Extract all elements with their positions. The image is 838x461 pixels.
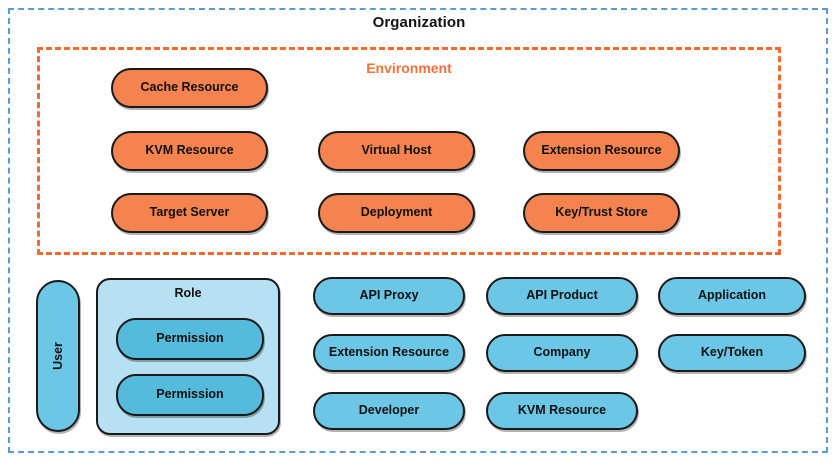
organization-node-label: API Product [526,288,598,303]
environment-node[interactable]: Deployment [318,193,475,233]
role-title: Role [174,286,202,300]
permission-node-label: Permission [156,331,224,346]
permission-node-label: Permission [156,387,224,402]
organization-boundary [8,8,828,453]
permission-node[interactable]: Permission [116,318,264,360]
permission-node[interactable]: Permission [116,374,264,416]
organization-node-label: Application [697,288,767,303]
organization-node-label: Developer [358,403,420,418]
organization-node[interactable]: API Proxy [313,277,465,315]
environment-node-label: Extension Resource [541,143,662,158]
user-node[interactable]: User [36,280,80,432]
environment-node-label: KVM Resource [145,143,234,158]
organization-node[interactable]: Company [486,334,638,372]
organization-node-label: Extension Resource [328,345,450,360]
environment-node[interactable]: Key/Trust Store [523,193,680,233]
environment-node-label: Deployment [360,205,433,220]
organization-node[interactable]: KVM Resource [486,392,638,430]
environment-node-label: Target Server [149,205,230,220]
environment-title: Environment [366,60,452,76]
environment-node[interactable]: Target Server [111,193,268,233]
environment-node[interactable]: KVM Resource [111,131,268,171]
environment-node-label: Virtual Host [361,143,432,158]
organization-node[interactable]: API Product [486,277,638,315]
organization-title: Organization [372,14,466,31]
organization-node[interactable]: Developer [313,392,465,430]
environment-node[interactable]: Cache Resource [111,68,268,108]
environment-node[interactable]: Virtual Host [318,131,475,171]
organization-node-label: API Proxy [359,288,419,303]
organization-node[interactable]: Key/Token [658,334,806,372]
organization-node-label: Company [533,345,591,360]
environment-node[interactable]: Extension Resource [523,131,680,171]
organization-node[interactable]: Extension Resource [313,334,465,372]
environment-node-label: Cache Resource [140,80,239,95]
organization-node-label: KVM Resource [517,403,607,418]
environment-node-label: Key/Trust Store [555,205,648,220]
organization-node[interactable]: Application [658,277,806,315]
environment-boundary [37,47,781,255]
organization-node-label: Key/Token [700,345,764,360]
user-node-label: User [50,342,65,370]
